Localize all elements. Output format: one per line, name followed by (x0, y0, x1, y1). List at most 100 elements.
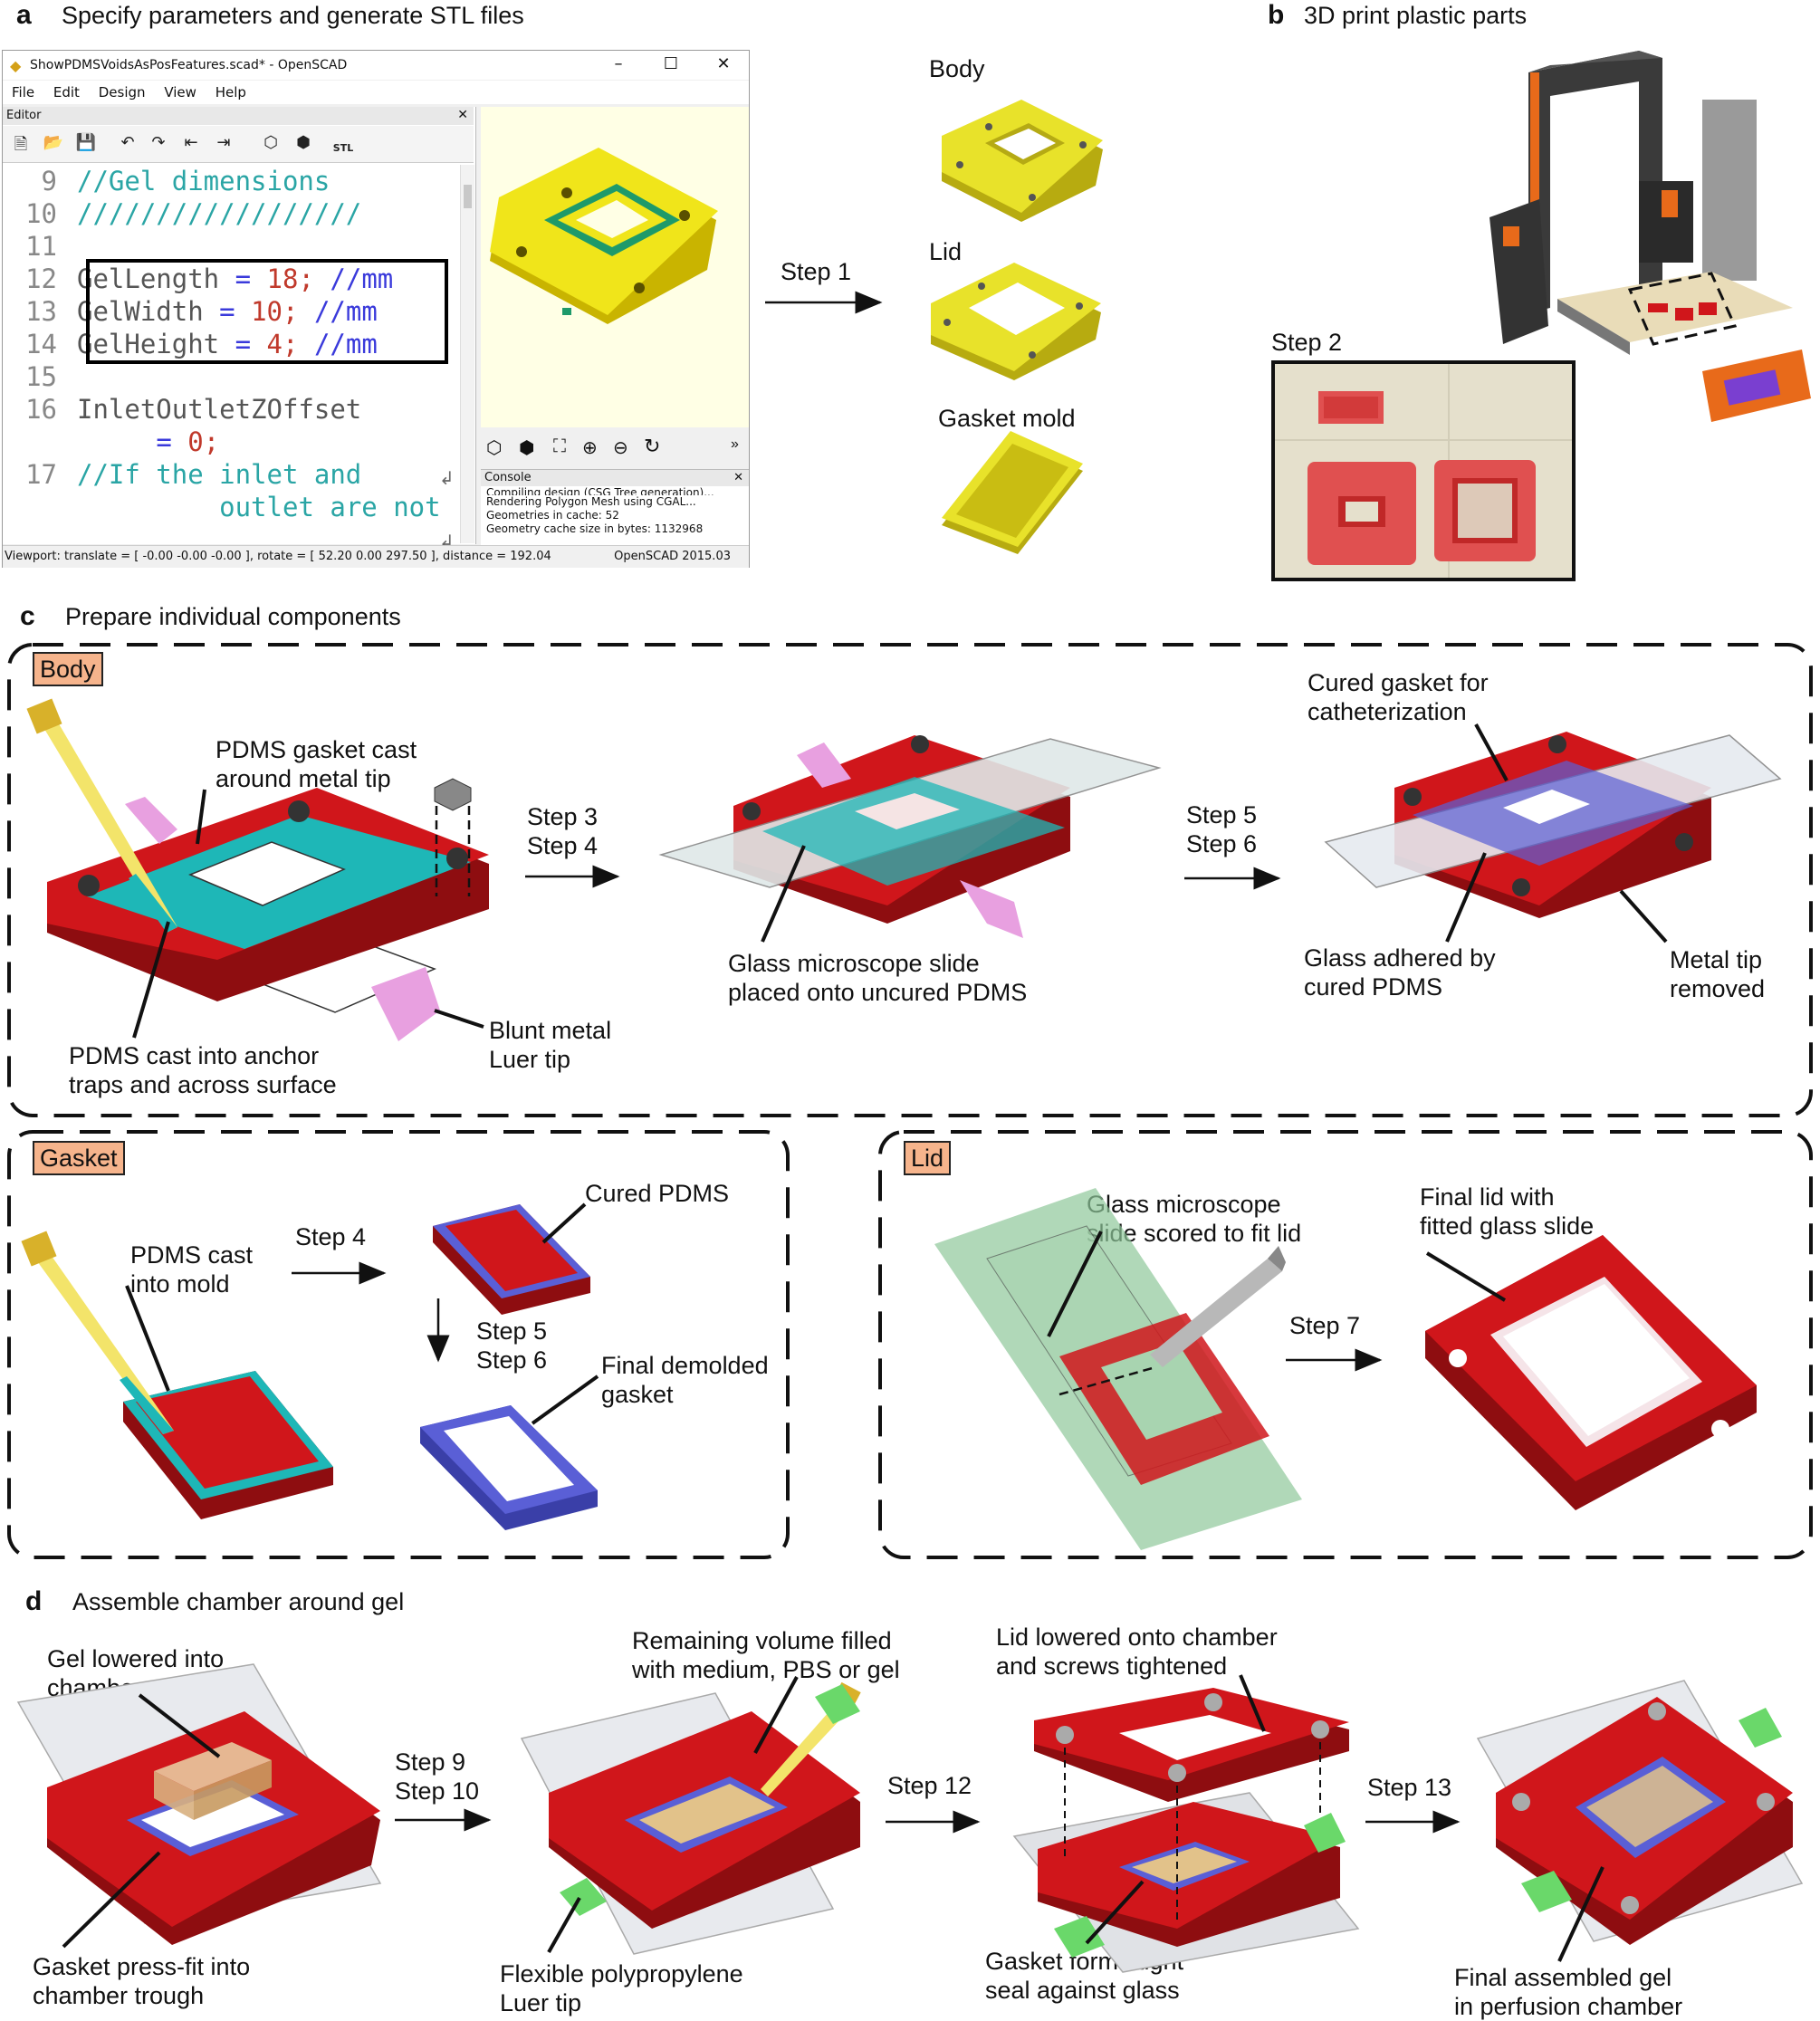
menu-file[interactable]: File (12, 84, 35, 101)
step-5-label: Step 5 (1186, 801, 1258, 829)
panel-a-letter: a (16, 0, 32, 30)
console-line: Compiling design (CSG Tree generation)..… (486, 486, 714, 495)
export-stl-icon[interactable]: STL (332, 142, 354, 154)
lid-tag: Lid (904, 1141, 952, 1175)
save-file-icon[interactable]: 💾 (75, 133, 97, 152)
maximize-icon[interactable]: ☐ (663, 54, 679, 73)
cast-label-2: into mold (130, 1270, 230, 1298)
panel-d-letter: d (25, 1586, 43, 1616)
leader-line (547, 1897, 581, 1953)
open-file-icon[interactable]: 📂 (43, 133, 64, 152)
editor-scrollbar[interactable] (460, 165, 474, 543)
part-body-label: Body (929, 55, 985, 82)
editor-close-icon[interactable]: ✕ (457, 108, 468, 122)
scored-label-1: Glass microscope (1087, 1191, 1281, 1218)
window-titlebar: ◆ ShowPDMSVoidsAsPosFeatures.scad* - Ope… (3, 51, 749, 80)
version-status: OpenSCAD 2015.03 (614, 550, 731, 563)
redo-icon[interactable]: ↷ (151, 133, 166, 152)
gel-lowered-label-1: Gel lowered into (47, 1645, 225, 1672)
console-header: Console✕ (481, 470, 749, 486)
preview-icon[interactable]: ⬡ (486, 438, 503, 458)
gasket-cured-illustration (433, 1204, 590, 1315)
flexible-label-2: Luer tip (500, 1989, 582, 2016)
code-line: 17//If the inlet and (25, 459, 362, 490)
panel-d-title: Assemble chamber around gel (72, 1588, 405, 1615)
menu-design[interactable]: Design (98, 84, 146, 101)
menu-bar: File Edit Design View Help (3, 81, 749, 104)
part-lid-label: Lid (929, 238, 963, 265)
minimize-icon[interactable]: – (614, 54, 623, 73)
leader-line (434, 1009, 484, 1029)
scrollbar-thumb[interactable] (464, 185, 472, 208)
leader-line (138, 1693, 221, 1758)
leader-line (62, 1851, 161, 1949)
cured-gasket-label-2: catheterization (1308, 698, 1467, 725)
tip-removed-label-1: Metal tip (1670, 946, 1763, 973)
status-bar: Viewport: translate = [ -0.00 -0.00 -0.0… (3, 545, 749, 568)
anchor-label-2: traps and across surface (69, 1071, 337, 1098)
final-assembled-label-2: in perfusion chamber (1454, 1993, 1683, 2020)
lid-lowered-label-2: and screws tightened (996, 1652, 1228, 1680)
slide-label-2: placed onto uncured PDMS (728, 979, 1028, 1006)
panel-a-title: Specify parameters and generate STL file… (62, 2, 524, 29)
viewer-toolbar: ⬡ ⬢ ⛶ ⊕ ⊖ ↻ » (481, 427, 749, 469)
chamber-filled-illustration (520, 1681, 861, 1955)
new-file-icon[interactable]: 🗎 (14, 135, 28, 154)
leader-line (1474, 723, 1509, 781)
final-lid-label-1: Final lid with (1420, 1183, 1555, 1211)
undo-icon[interactable]: ↶ (120, 133, 135, 152)
wrap-icon: ↲ (439, 469, 455, 489)
panel-c-letter: c (20, 601, 35, 631)
menu-view[interactable]: View (164, 84, 196, 101)
leader-line (1619, 889, 1668, 943)
close-icon[interactable]: ✕ (716, 54, 731, 73)
unindent-icon[interactable]: ⇤ (184, 133, 198, 152)
chamber-gel-illustration (16, 1663, 382, 1945)
code-line: 15 (25, 361, 57, 392)
lid-frame (878, 1130, 1813, 1559)
leader-line (1425, 1251, 1507, 1302)
render-icon[interactable]: ⬢ (296, 133, 311, 152)
step-3-label: Step 3 (527, 803, 599, 830)
body-preview-render (490, 148, 718, 324)
chamber-final-illustration (1476, 1680, 1804, 1945)
zoom-in-icon[interactable]: ⊕ (582, 438, 598, 458)
render-icon[interactable]: ⬢ (519, 438, 535, 458)
step-12-label: Step 12 (887, 1772, 972, 1799)
editor-pane: Editor ✕ 🗎 📂 💾 ↶ ↷ ⇤ ⇥ ⬡ ⬢ STL 9//Gel di… (3, 107, 476, 552)
leader-line (1239, 1674, 1266, 1732)
gasket-step-4-label: Step 4 (295, 1223, 367, 1250)
leader-line (196, 789, 206, 845)
menu-help[interactable]: Help (215, 84, 246, 101)
console-close-icon[interactable]: ✕ (733, 471, 743, 484)
step-6-label: Step 6 (1186, 830, 1258, 857)
leader-line (132, 921, 170, 1039)
editor-label: Editor (6, 109, 42, 122)
scored-label-2: slide scored to fit lid (1087, 1220, 1302, 1247)
gel-lowered-label-2: chamber (47, 1674, 143, 1701)
reset-view-icon[interactable]: ↻ (644, 435, 661, 457)
cured-gasket-label-1: Cured gasket for (1308, 669, 1489, 696)
cast-label-1: PDMS cast (130, 1241, 254, 1269)
tip-removed-label-2: removed (1670, 975, 1766, 1002)
more-icon[interactable]: » (731, 436, 739, 452)
view-all-icon[interactable]: ⛶ (553, 436, 566, 456)
luer-label-2: Luer tip (489, 1046, 571, 1073)
zoom-out-icon[interactable]: ⊖ (613, 438, 628, 458)
console-line: Geometry cache size in bytes: 1132968 (486, 522, 704, 535)
leader-line (1085, 1880, 1145, 1945)
part-gasket-mold-label: Gasket mold (938, 405, 1076, 432)
anchor-label-1: PDMS cast into anchor (69, 1042, 320, 1069)
remaining-label-2: with medium, PBS or gel (632, 1656, 900, 1683)
panel-b-letter: b (1268, 0, 1285, 30)
preview-icon[interactable]: ⬡ (263, 133, 278, 152)
step-4-label: Step 4 (527, 832, 599, 859)
chamber-lid-illustration (1012, 1688, 1360, 1973)
leader-line (761, 845, 806, 943)
menu-edit[interactable]: Edit (53, 84, 80, 101)
indent-icon[interactable]: ⇥ (216, 133, 231, 152)
code-line: = 0; (156, 426, 220, 457)
3d-viewport[interactable] (481, 107, 749, 427)
